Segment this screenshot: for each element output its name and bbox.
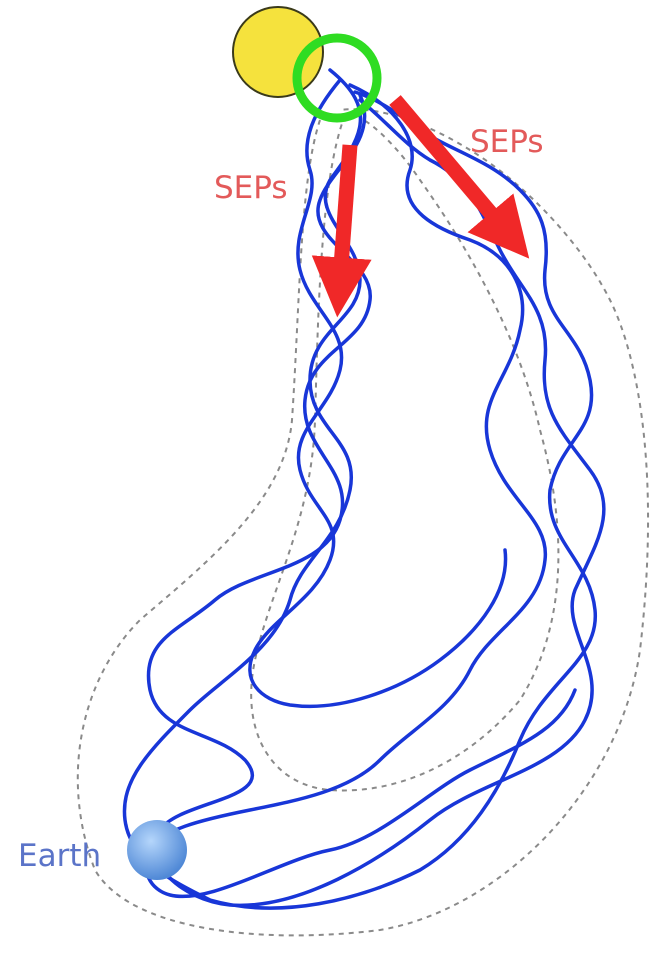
outer-flux-tube-boundary [78,109,648,935]
flux-tube-boundaries [78,109,648,935]
sep-label-left: SEPs [214,170,288,206]
sep-arrow-left [340,145,350,280]
field-line-1 [124,70,595,908]
earth-label: Earth [18,838,101,874]
field-lines [124,70,603,908]
earth-icon [127,820,187,880]
sep-label-right: SEPs [470,124,544,160]
field-line-2 [148,95,603,905]
